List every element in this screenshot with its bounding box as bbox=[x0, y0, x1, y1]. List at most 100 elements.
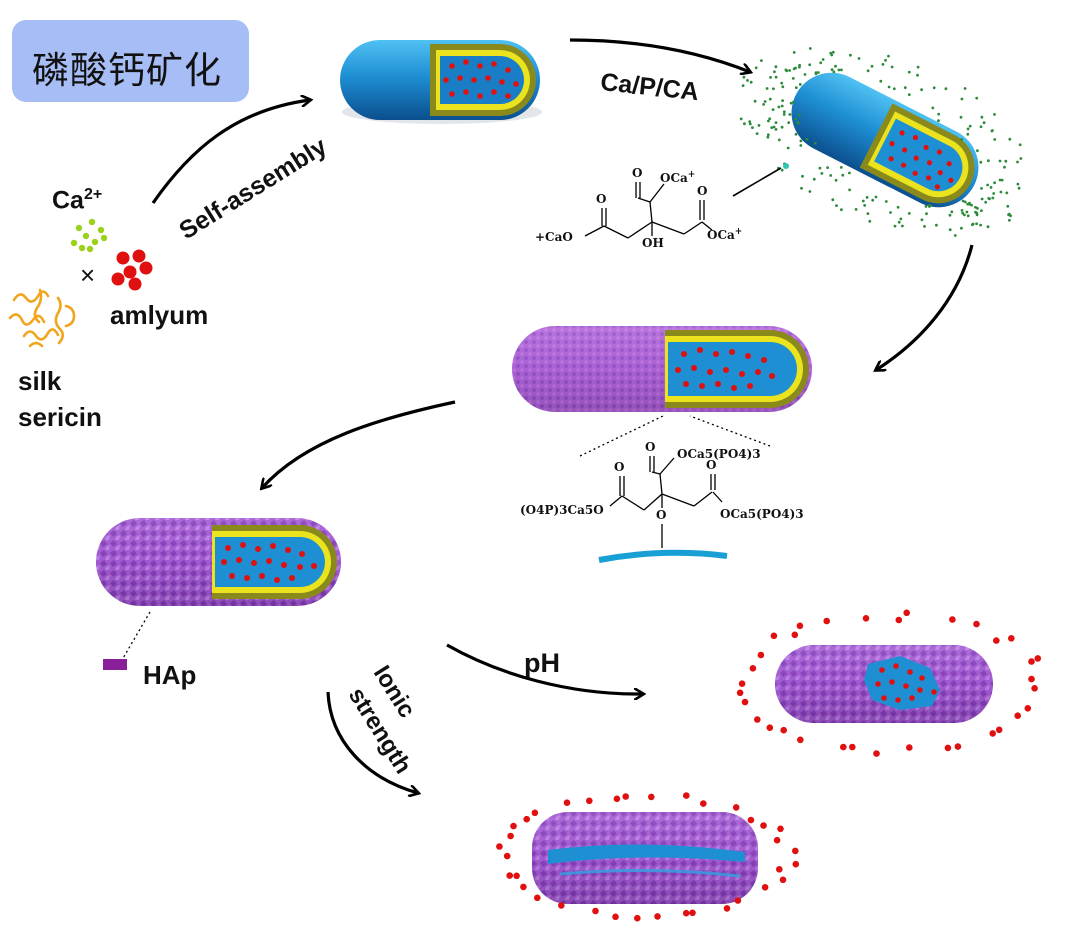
ion-dot bbox=[751, 126, 754, 129]
arrow-ionic-strength bbox=[326, 691, 418, 793]
arrow-ph bbox=[446, 643, 643, 694]
ion-dot bbox=[820, 172, 824, 175]
ion-dot bbox=[829, 51, 833, 55]
released-drug-dot bbox=[558, 902, 565, 909]
arrow-self-assembly bbox=[151, 100, 310, 204]
released-drug-dot bbox=[796, 622, 804, 630]
calcium-label: Ca2+ bbox=[52, 186, 102, 215]
ion-dot bbox=[950, 210, 954, 214]
released-drug-dot bbox=[895, 616, 903, 624]
released-drug-dot bbox=[749, 665, 757, 672]
released-drug-dot bbox=[777, 825, 784, 833]
ion-dot bbox=[832, 70, 836, 74]
citrate-top-charge: + bbox=[687, 170, 696, 180]
released-drug-dot bbox=[1008, 635, 1015, 642]
ion-dot bbox=[903, 86, 907, 89]
ion-dot bbox=[890, 65, 894, 69]
citrate-center-oh: OH bbox=[642, 236, 664, 250]
ion-dot bbox=[814, 72, 818, 76]
released-drug-dot bbox=[873, 750, 880, 757]
ion-dot bbox=[808, 190, 812, 193]
released-drug-dot bbox=[683, 792, 690, 799]
ion-dot bbox=[1008, 218, 1011, 222]
released-drug-dot bbox=[506, 872, 513, 879]
citrate-top-group-text: OCa bbox=[660, 171, 688, 185]
ion-dot bbox=[960, 226, 963, 230]
released-drug-dot bbox=[761, 884, 769, 891]
ion-dot bbox=[979, 223, 982, 227]
ion-dot bbox=[780, 81, 784, 85]
ion-dot bbox=[961, 211, 964, 215]
ion-dot bbox=[982, 121, 986, 125]
ion-dot bbox=[774, 127, 778, 131]
ion-dot bbox=[987, 197, 991, 200]
released-drug-dot bbox=[780, 726, 787, 734]
ion-dot bbox=[746, 79, 749, 82]
released-drug-dot bbox=[792, 847, 799, 855]
released-drug-dot bbox=[823, 617, 830, 625]
ion-dot bbox=[986, 225, 990, 229]
ion-dot bbox=[866, 69, 870, 73]
released-drug-dot bbox=[732, 804, 740, 811]
ion-dot bbox=[925, 212, 928, 216]
ion-dot bbox=[999, 190, 1003, 194]
ion-dot bbox=[812, 177, 816, 181]
released-drug-dot bbox=[738, 680, 746, 687]
citrate-right-o: O bbox=[697, 184, 708, 198]
ion-dot bbox=[768, 117, 772, 121]
ion-dot bbox=[1004, 159, 1008, 163]
ion-dot bbox=[992, 192, 996, 195]
ion-dot bbox=[767, 119, 770, 123]
ion-dot bbox=[848, 188, 851, 192]
ion-dot bbox=[893, 224, 897, 228]
ion-dot bbox=[968, 124, 972, 128]
ion-dot bbox=[766, 133, 770, 137]
ion-dot bbox=[821, 58, 825, 61]
ion-dot bbox=[831, 198, 835, 202]
ion-dot bbox=[1016, 160, 1019, 164]
citrate-right-charge: + bbox=[734, 227, 743, 237]
ion-dot bbox=[970, 203, 973, 207]
ion-dot bbox=[848, 171, 851, 175]
citrate-top-group: OCa+ bbox=[660, 170, 695, 185]
ion-dot bbox=[1018, 143, 1022, 147]
released-drug-dot bbox=[648, 793, 655, 801]
ion-dot bbox=[884, 200, 888, 203]
released-drug-dot bbox=[503, 852, 511, 860]
released-drug-dot bbox=[612, 913, 619, 921]
ion-dot bbox=[784, 68, 788, 72]
ion-dot bbox=[1019, 157, 1023, 160]
grafted-left-o: O bbox=[614, 460, 625, 474]
ion-dot bbox=[960, 138, 964, 141]
ion-dot bbox=[799, 144, 803, 147]
ion-dot bbox=[932, 86, 936, 90]
released-drug-dot bbox=[689, 909, 696, 917]
ion-dot bbox=[772, 87, 775, 91]
times-symbol: × bbox=[80, 260, 96, 290]
calcium-ion-dots bbox=[70, 218, 108, 253]
ion-dot bbox=[834, 64, 837, 68]
ion-dot bbox=[794, 117, 798, 121]
released-drug-dot bbox=[776, 866, 783, 873]
ion-dot bbox=[868, 219, 872, 223]
ion-dot bbox=[993, 113, 996, 116]
ion-dot bbox=[998, 159, 1002, 163]
ion-dot bbox=[770, 126, 774, 129]
ion-dot bbox=[818, 166, 822, 170]
ion-dot bbox=[854, 208, 858, 211]
released-drug-dot bbox=[510, 822, 517, 830]
ion-dot bbox=[748, 122, 752, 126]
ion-dot bbox=[861, 199, 865, 203]
capsule-with-ions bbox=[791, 72, 979, 208]
title-box: 磷酸钙矿化 bbox=[12, 20, 249, 102]
ion-dot bbox=[1008, 137, 1012, 141]
ion-dot bbox=[916, 65, 920, 69]
ion-dot bbox=[782, 113, 786, 116]
ion-dot bbox=[799, 139, 803, 143]
ion-dot bbox=[774, 65, 778, 69]
ion-dot bbox=[980, 187, 983, 190]
grafted-right-o: O bbox=[706, 458, 717, 472]
grafted-structure-bonds bbox=[609, 456, 723, 548]
ion-dot bbox=[879, 79, 883, 83]
ion-dot bbox=[753, 99, 757, 103]
